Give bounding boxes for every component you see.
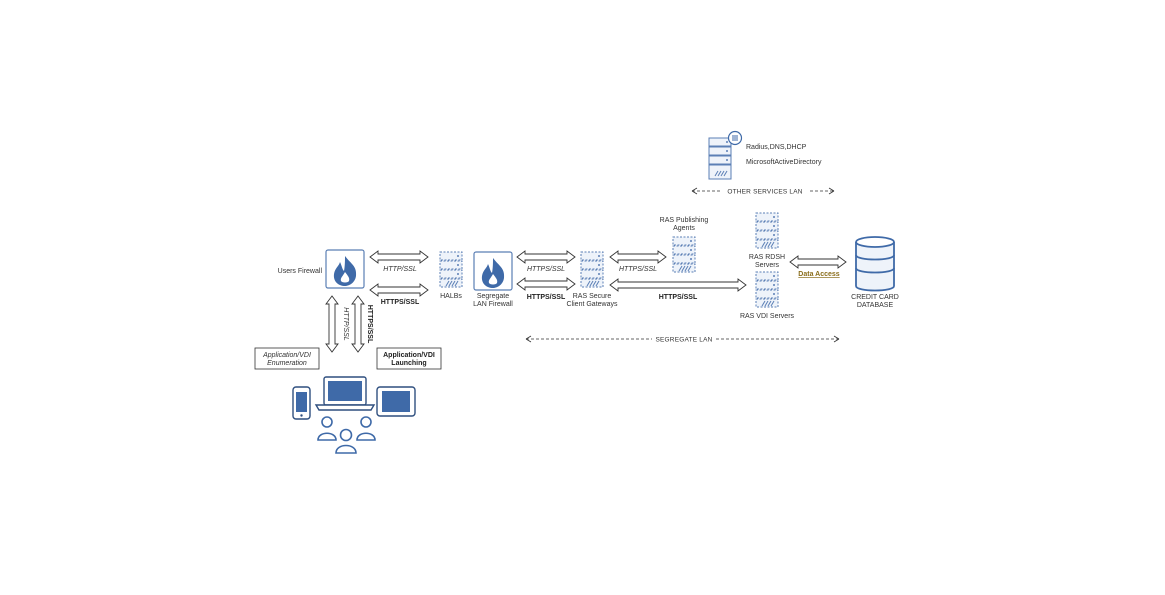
users-firewall-label: Users Firewall xyxy=(278,268,323,275)
ras-vdi-label: RAS VDI Servers xyxy=(740,313,795,320)
data-access-label: Data Access xyxy=(798,271,839,278)
https-ssl-arrow-1 xyxy=(369,283,429,297)
https-ssl-label-3: HTTPS/SSL xyxy=(527,294,566,301)
segregate-firewall-icon xyxy=(473,251,513,291)
https-ssl-vertical-label: HTTPS/SSL xyxy=(366,305,373,344)
database-label-2: DATABASE xyxy=(857,302,894,309)
http-ssl-vertical-arrow xyxy=(325,295,339,353)
database-icon xyxy=(855,236,895,292)
other-services-label-2: MicrosoftActiveDirectory xyxy=(746,159,822,166)
database-label-1: CREDIT CARD xyxy=(851,294,899,301)
app-launching-label-2: Launching xyxy=(391,360,426,367)
app-enumeration-label-2: Enumeration xyxy=(267,360,307,367)
ras-publishing-label-1: RAS Publishing xyxy=(660,217,709,224)
https-ssl-arrow-5 xyxy=(609,278,747,292)
https-ssl-label-2: HTTPS/SSL xyxy=(527,266,565,273)
ras-rdsh-label-2: Servers xyxy=(755,262,780,269)
ras-secure-label-2: Client Gateways xyxy=(567,301,618,308)
users-firewall-icon xyxy=(325,249,365,289)
halbs-server-icon xyxy=(439,251,463,288)
other-services-label-1: Radius,DNS,DHCP xyxy=(746,144,807,151)
data-access-arrow xyxy=(789,255,847,269)
ras-rdsh-server-icon xyxy=(755,212,779,249)
http-ssl-arrow-1 xyxy=(369,250,429,264)
ras-secure-label-1: RAS Secure xyxy=(573,293,612,300)
segregate-lan-line xyxy=(525,335,840,343)
ras-secure-gateway-icon xyxy=(580,251,604,288)
tablet-icon xyxy=(376,386,416,417)
app-enumeration-label-1: Application/VDI xyxy=(262,352,311,359)
users-group-icon xyxy=(317,416,376,454)
https-ssl-label-1: HTTPS/SSL xyxy=(381,299,420,306)
halbs-label: HALBs xyxy=(440,293,462,300)
other-services-server-icon xyxy=(708,130,743,180)
http-ssl-label-1: HTTP/SSL xyxy=(383,266,417,273)
other-services-lan-line xyxy=(691,187,835,195)
ras-publishing-server-icon xyxy=(672,236,696,273)
other-services-lan-label: OTHER SERVICES LAN xyxy=(727,189,802,196)
laptop-icon xyxy=(314,376,376,411)
https-ssl-arrow-3 xyxy=(516,277,576,291)
https-ssl-label-5: HTTPS/SSL xyxy=(659,294,698,301)
phone-icon xyxy=(292,386,311,420)
ras-rdsh-label-1: RAS RDSH xyxy=(749,254,785,261)
https-ssl-vertical-arrow xyxy=(351,295,365,353)
ras-publishing-label-2: Agents xyxy=(673,225,695,232)
app-launching-box xyxy=(376,347,442,370)
https-ssl-arrow-4 xyxy=(609,250,667,264)
app-enumeration-box xyxy=(254,347,320,370)
segregate-firewall-label-1: Segregate xyxy=(477,293,509,300)
app-launching-label-1: Application/VDI xyxy=(383,352,435,359)
https-ssl-label-4: HTTPS/SSL xyxy=(619,266,657,273)
segregate-lan-label: SEGREGATE LAN xyxy=(655,337,712,344)
ras-vdi-server-icon xyxy=(755,271,779,308)
segregate-firewall-label-2: LAN Firewall xyxy=(473,301,513,308)
https-ssl-arrow-2 xyxy=(516,250,576,264)
http-ssl-vertical-label: HTTP/SSL xyxy=(342,307,349,341)
